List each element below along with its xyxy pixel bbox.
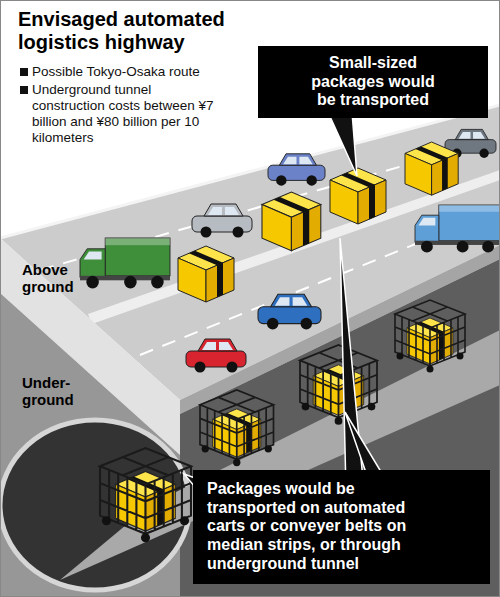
car	[258, 294, 321, 329]
package	[405, 142, 458, 195]
automated-cart	[200, 390, 274, 466]
bullet-square	[20, 68, 28, 76]
above-ground-label: Above ground	[22, 262, 86, 295]
callout-text: Packages would be transported on automat…	[207, 480, 432, 574]
callout-box: Packages would be transported on automat…	[193, 470, 490, 584]
route-note: Possible Tokyo-Osaka route	[32, 64, 222, 80]
package	[330, 168, 386, 224]
title: Envisaged automated logistics highway	[18, 8, 258, 54]
tunnel-mouth	[0, 420, 190, 590]
package	[262, 192, 321, 251]
car	[268, 154, 325, 186]
automated-cart	[300, 345, 377, 425]
callout-box: Small-sized packages would be transporte…	[258, 46, 488, 118]
automated-cart	[395, 300, 465, 373]
truck	[80, 238, 170, 288]
underground-label: Under- ground	[22, 375, 86, 408]
car	[186, 339, 246, 373]
callout-pointer	[328, 112, 357, 176]
callout-text: Small-sized packages would be transporte…	[306, 54, 441, 110]
automated-cart	[100, 448, 191, 542]
package	[178, 246, 234, 302]
truck	[415, 205, 500, 253]
bullet-square	[20, 86, 28, 94]
car	[192, 204, 252, 238]
cost-note: Underground tunnel construction costs be…	[32, 82, 222, 146]
